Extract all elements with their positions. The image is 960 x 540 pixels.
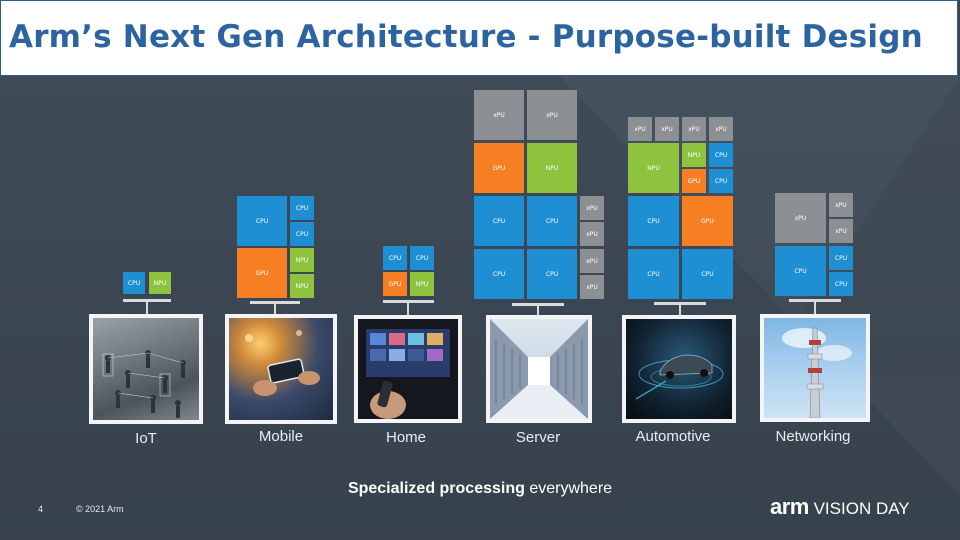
gpu-chip: GPU [682,196,733,246]
cpu-chip: CPU [290,222,314,246]
xpu-chip: xPU [655,117,679,141]
xpu-chip: xPU [580,249,604,273]
xpu-chip: xPU [474,90,524,140]
gpu-chip: GPU [682,169,706,193]
npu-chip: NPU [527,143,577,193]
cpu-chip: CPU [682,249,733,299]
mobile-image [225,314,337,424]
automotive-image [622,315,736,423]
xpu-chip: xPU [829,219,853,243]
cpu-chip: CPU [474,249,524,299]
segment-label: Automotive [613,428,733,445]
cpu-chip: CPU [709,169,733,193]
copyright: © 2021 Arm [76,504,124,514]
npu-chip: NPU [410,272,434,296]
connector-stem [679,305,681,315]
title-bar: Arm’s Next Gen Architecture - Purpose-bu… [0,0,958,76]
cpu-chip: CPU [628,249,679,299]
npu-chip: NPU [290,248,314,272]
xpu-chip: xPU [682,117,706,141]
xpu-chip: xPU [829,193,853,217]
gpu-chip: GPU [237,248,287,298]
gpu-chip: GPU [383,272,407,296]
phone-hands-illustration [229,318,333,420]
cpu-chip: CPU [527,196,577,246]
connector-stem [274,304,276,314]
home-image [354,315,462,423]
datacenter-illustration [490,319,588,419]
xpu-chip: xPU [775,193,826,243]
cpu-chip: CPU [527,249,577,299]
cpu-chip: CPU [829,272,853,296]
segment-label: IoT [86,430,206,447]
connector-stem [814,302,816,314]
cpu-chip: CPU [123,272,145,294]
connector-stem [407,303,409,315]
segment-label: Networking [753,428,873,445]
connector-stem [537,306,539,315]
cpu-chip: CPU [628,196,679,246]
xpu-chip: xPU [628,117,652,141]
xpu-chip: xPU [527,90,577,140]
cpu-chip: CPU [709,143,733,167]
xpu-chip: xPU [580,275,604,299]
gpu-chip: GPU [474,143,524,193]
cpu-chip: CPU [775,246,826,296]
cpu-chip: CPU [474,196,524,246]
npu-chip: NPU [628,143,679,193]
xpu-chip: xPU [709,117,733,141]
brand-text: VISION DAY [814,499,910,518]
cpu-chip: CPU [237,196,287,246]
xpu-chip: xPU [580,196,604,220]
arm-logo: arm [770,494,809,519]
networking-image [760,314,870,422]
xpu-chip: xPU [580,222,604,246]
segment-label: Home [346,429,466,446]
segment-label: Server [478,429,598,446]
connector-stem [146,302,148,314]
cpu-chip: CPU [829,246,853,270]
brand-logo: arm VISION DAY [770,494,910,520]
tagline-bold: Specialized processing [348,480,525,497]
npu-chip: NPU [290,274,314,298]
segment-label: Mobile [221,428,341,445]
cpu-chip: CPU [410,246,434,270]
iot-image [89,314,203,424]
cpu-chip: CPU [290,196,314,220]
npu-chip: NPU [149,272,171,294]
slide-title: Arm’s Next Gen Architecture - Purpose-bu… [9,19,923,55]
tagline-rest: everywhere [525,480,612,497]
cpu-chip: CPU [383,246,407,270]
cell-tower-illustration [764,318,866,418]
car-illustration [626,319,732,419]
npu-chip: NPU [682,143,706,167]
server-image [486,315,592,423]
page-number: 4 [38,504,43,514]
tv-remote-illustration [358,319,458,419]
crowd-illustration [93,318,199,420]
